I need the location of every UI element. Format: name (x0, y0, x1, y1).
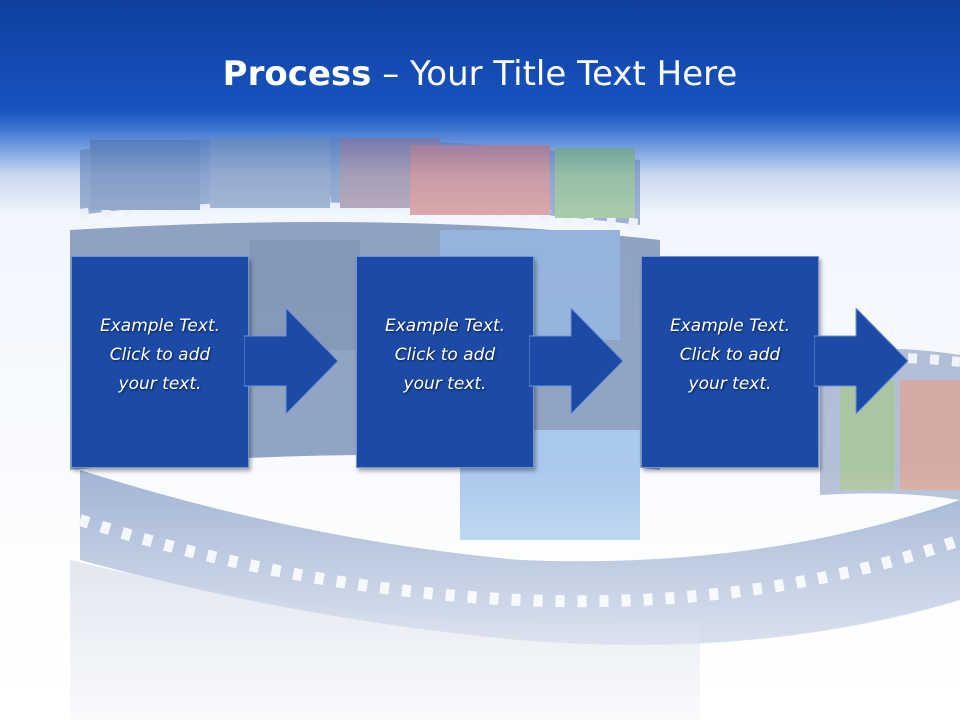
step-1-line-3: your text. (118, 374, 202, 394)
step-3-line-3: your text. (688, 374, 772, 394)
step-1-line-2: Click to add (109, 345, 211, 365)
step-3-line-2: Click to add (679, 345, 781, 365)
step-2-line-1: Example Text. (384, 316, 506, 336)
arrow-right-icon (814, 308, 909, 414)
step-2-line-2: Click to add (394, 345, 496, 365)
process-step-2[interactable]: Example Text. Click to add your text. (356, 256, 534, 468)
step-2-line-3: your text. (403, 374, 487, 394)
slide-title: Process – Your Title Text Here (0, 52, 960, 96)
arrow-right-icon (529, 308, 624, 414)
title-separator: – (382, 54, 400, 94)
title-bold: Process (222, 54, 372, 94)
process-step-1[interactable]: Example Text. Click to add your text. (71, 256, 249, 468)
step-1-line-1: Example Text. (99, 316, 221, 336)
arrow-right-icon (244, 308, 339, 414)
step-3-text[interactable]: Example Text. Click to add your text. (642, 312, 818, 399)
process-step-3[interactable]: Example Text. Click to add your text. (641, 256, 819, 468)
title-rest: Your Title Text Here (410, 54, 738, 94)
step-2-text[interactable]: Example Text. Click to add your text. (357, 312, 533, 399)
step-1-text[interactable]: Example Text. Click to add your text. (72, 312, 248, 399)
step-3-line-1: Example Text. (669, 316, 791, 336)
